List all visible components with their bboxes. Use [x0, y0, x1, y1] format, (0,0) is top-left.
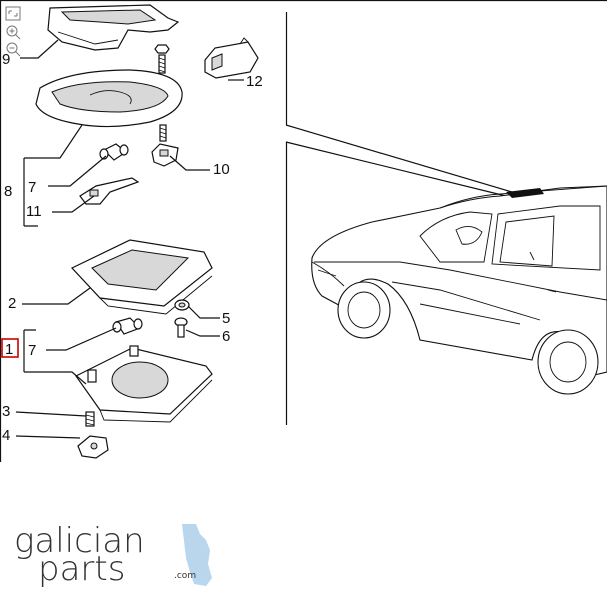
callout-7-lower: 7: [28, 342, 36, 359]
part-11-switch: [79, 177, 140, 205]
galicianparts-logo: galician parts .com: [14, 521, 212, 589]
screw-10: [159, 124, 167, 142]
callout-2: 2: [8, 295, 16, 312]
part-1-base: [75, 345, 213, 423]
logo-line1: galician: [14, 521, 145, 561]
part-9-bracket: [47, 4, 180, 51]
callout-7-upper: 7: [28, 179, 36, 196]
part-8-tray: [35, 69, 183, 128]
screw-9: [154, 44, 170, 74]
callout-9: 9: [2, 51, 10, 68]
part-5-washer: [174, 299, 190, 311]
roof-lamp-marker: [506, 188, 544, 198]
callout-5: 5: [222, 310, 230, 327]
logo-suffix: .com: [174, 571, 196, 581]
car-illustration: [311, 185, 607, 395]
logo-map-shape: [182, 524, 212, 586]
callout-3: 3: [2, 403, 10, 420]
callout-11: 11: [26, 203, 42, 220]
part-3-screw: [85, 411, 95, 427]
callout-10: 10: [213, 161, 230, 178]
part-10-clip: [151, 143, 179, 167]
logo-line2: parts: [38, 549, 125, 589]
leader-line-bottom: [285, 141, 507, 197]
part-7-bulb-lower: [112, 317, 143, 335]
zoom-out-icon[interactable]: [6, 42, 21, 57]
callout-6: 6: [222, 328, 230, 345]
callout-12: 12: [246, 73, 263, 90]
zoom-in-icon[interactable]: [6, 25, 21, 40]
callout-8: 8: [4, 183, 12, 200]
part-12-connector: [204, 37, 259, 79]
callout-leaders: [15, 39, 244, 439]
part-6-screw: [174, 317, 188, 338]
callout-4: 4: [2, 427, 10, 444]
part-2-frame: [71, 239, 213, 315]
part-7-bulb-upper: [99, 143, 129, 161]
part-4-cap: [77, 435, 109, 459]
leader-line-top: [285, 124, 513, 193]
highlight-box: [1, 338, 19, 358]
fit-screen-icon[interactable]: [5, 6, 21, 21]
callout-1[interactable]: 1: [5, 341, 13, 358]
